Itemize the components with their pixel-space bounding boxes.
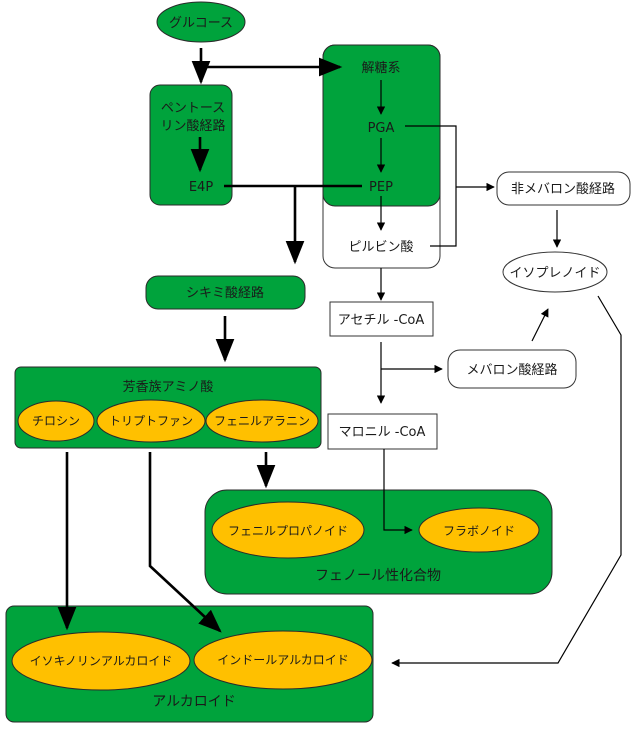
pentose-phosphate-node bbox=[149, 84, 233, 206]
e4p-label: E4P bbox=[189, 180, 213, 195]
phenylpropanoid-label: フェニルプロパノイド bbox=[228, 524, 348, 538]
pyruvate-label: ピルビン酸 bbox=[348, 240, 413, 255]
malonyl-coa-label: マロニル -CoA bbox=[339, 425, 426, 440]
phenolic-compounds-label: フェノール性化合物 bbox=[315, 568, 441, 584]
shikimate-node bbox=[145, 275, 306, 310]
phenylalanine-label: フェニルアラニン bbox=[214, 414, 310, 428]
pentose-label-line2: リン酸経路 bbox=[160, 118, 225, 134]
arrow-to-indole bbox=[148, 452, 222, 633]
tyrosine-node bbox=[17, 400, 95, 442]
malonyl-coa-node bbox=[327, 413, 438, 450]
arrow-malonyl-to-flavonoid bbox=[383, 449, 413, 535]
acetyl-coa-label: アセチル -CoA bbox=[338, 313, 425, 328]
phenylpropanoid-node bbox=[211, 501, 365, 559]
pentose-label-line1: ペントース bbox=[161, 101, 225, 116]
isoprenoid-label: イソプレノイド bbox=[509, 266, 600, 281]
non-mevalonate-label: 非メバロン酸経路 bbox=[511, 181, 615, 197]
non-mevalonate-node bbox=[496, 171, 631, 206]
tyrosine-label: チロシン bbox=[32, 414, 80, 428]
arrow-mevalonate-to-isoprenoid bbox=[531, 308, 549, 342]
glucose-node bbox=[156, 1, 246, 43]
glycolysis-label: 解糖系 bbox=[361, 60, 400, 76]
phenylalanine-node bbox=[205, 399, 319, 443]
shikimate-label: シキミ酸経路 bbox=[186, 285, 264, 301]
isoquinoline-alkaloid-node bbox=[11, 631, 191, 691]
alkaloid-label: アルカロイド bbox=[152, 694, 235, 710]
indole-alkaloid-node bbox=[193, 630, 373, 690]
flavonoid-label: フラボノイド bbox=[443, 524, 515, 538]
pep-label: PEP bbox=[369, 180, 393, 195]
tryptophan-label: トリプトファン bbox=[109, 414, 193, 428]
isoprenoid-node bbox=[502, 251, 608, 293]
glucose-label: グルコース bbox=[169, 16, 233, 31]
indole-alkaloid-label: インドールアルカロイド bbox=[217, 653, 349, 667]
isoquinoline-alkaloid-label: イソキノリンアルカロイド bbox=[30, 654, 173, 668]
tryptophan-node bbox=[96, 399, 206, 443]
mevalonate-label: メバロン酸経路 bbox=[466, 362, 557, 378]
connector-pga-pyruvate-bracket bbox=[405, 125, 457, 247]
acetyl-coa-node bbox=[329, 301, 434, 337]
aromatic-amino-acids-label: 芳香族アミノ酸 bbox=[123, 379, 214, 395]
pga-label: PGA bbox=[368, 121, 395, 136]
flavonoid-node bbox=[418, 507, 540, 553]
mevalonate-node bbox=[447, 349, 577, 389]
arrow-isoprenoid-to-alkaloid bbox=[391, 295, 622, 668]
